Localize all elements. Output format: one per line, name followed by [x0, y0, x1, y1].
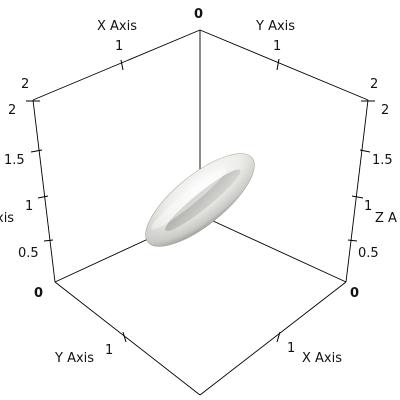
y-axis-front-edge — [54, 281, 201, 396]
y-axis-top-tick-label-1: 1 — [273, 39, 281, 54]
y-axis-title-top: Y Axis — [255, 19, 295, 34]
x-axis-top-tick-label-1: 1 — [115, 39, 123, 54]
z-axis-left-edge — [32, 99, 56, 283]
right-z-tick-label-2: 2 — [381, 103, 389, 118]
right-origin-label: 0 — [350, 286, 359, 301]
x-axis-tick-1 — [120, 59, 124, 71]
y-axis-back-top-edge — [199, 29, 369, 101]
left-tick-label-2-top: 2 — [21, 77, 29, 92]
right-z-tick-label-1: 1 — [364, 199, 372, 214]
left-z-tick-label-0-5: 0.5 — [18, 246, 39, 261]
left-z-tick-label-1-5: 1.5 — [4, 153, 25, 168]
y-axis-top-tick-1 — [276, 58, 280, 71]
floor-back-right-edge — [199, 214, 347, 283]
z-left-tick-1-5 — [30, 149, 43, 153]
torus-object[interactable] — [132, 138, 268, 261]
top-origin-label: 0 — [194, 7, 203, 22]
z-right-tick-0-5 — [347, 239, 358, 242]
right-z-tick-label-0-5: 0.5 — [358, 246, 379, 261]
x-axis-title-top: X Axis — [97, 19, 137, 34]
x-axis-title-bottom: X Axis — [302, 351, 342, 366]
right-z-tick-label-1-5: 1.5 — [372, 153, 393, 168]
x-axis-bottom-tick-1 — [276, 331, 281, 343]
x-axis-front-edge — [199, 281, 347, 396]
right-z-axis-title-partial: Z A — [375, 211, 397, 226]
left-z-tick-label-1: 1 — [25, 199, 33, 214]
x-axis-back-top-edge — [32, 29, 201, 101]
z-right-tick-1 — [351, 195, 364, 199]
x-axis-bottom-tick-label-1: 1 — [287, 341, 295, 356]
z-axis-right-edge — [345, 99, 369, 283]
y-axis-bottom-tick-label-1: 1 — [105, 343, 113, 358]
y-axis-bottom-tick-1 — [122, 331, 127, 343]
left-origin-label: 0 — [34, 286, 43, 301]
right-tick-label-2-top: 2 — [370, 77, 378, 92]
z-left-tick-0-5 — [43, 239, 54, 242]
y-axis-title-bottom: Y Axis — [54, 351, 94, 366]
z-right-tick-1-5 — [359, 149, 371, 153]
left-z-tick-label-2: 2 — [8, 103, 16, 118]
left-z-axis-title-partial: xis — [0, 211, 14, 226]
z-left-tick-1 — [37, 195, 49, 199]
